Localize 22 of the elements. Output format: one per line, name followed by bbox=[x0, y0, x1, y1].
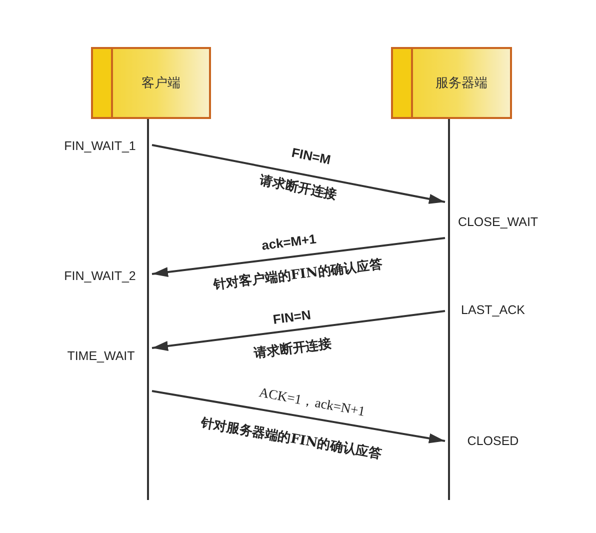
edge-label: ack=M+1 bbox=[260, 232, 318, 254]
state-label: CLOSE_WAIT bbox=[458, 214, 538, 230]
edge-label: ACK=1，ack=N+1 bbox=[258, 384, 366, 420]
message-label: 请求断开连接 bbox=[253, 338, 333, 362]
lifeline bbox=[147, 119, 149, 500]
state-label: FIN_WAIT_2 bbox=[64, 268, 136, 284]
state-label: TIME_WAIT bbox=[67, 348, 135, 364]
lifeline bbox=[448, 119, 450, 500]
state-label: CLOSED bbox=[467, 434, 519, 448]
message-label: 针对服务器端的FIN的确认应答 bbox=[200, 416, 382, 464]
edge-label: FIN=N bbox=[272, 308, 312, 328]
message-label: 针对客户端的FIN的确认应答 bbox=[212, 258, 384, 294]
participant-box: 客户端 bbox=[91, 47, 211, 119]
message-label: 请求断开连接 bbox=[258, 174, 338, 204]
state-label: LAST_ACK bbox=[461, 302, 525, 318]
state-label: FIN_WAIT_1 bbox=[64, 138, 136, 154]
arrow bbox=[152, 237, 446, 277]
arrow bbox=[152, 144, 446, 204]
arrow bbox=[152, 310, 446, 351]
participant-box: 服务器端 bbox=[391, 47, 512, 119]
edge-label: FIN=M bbox=[290, 146, 332, 168]
arrow bbox=[152, 390, 446, 444]
